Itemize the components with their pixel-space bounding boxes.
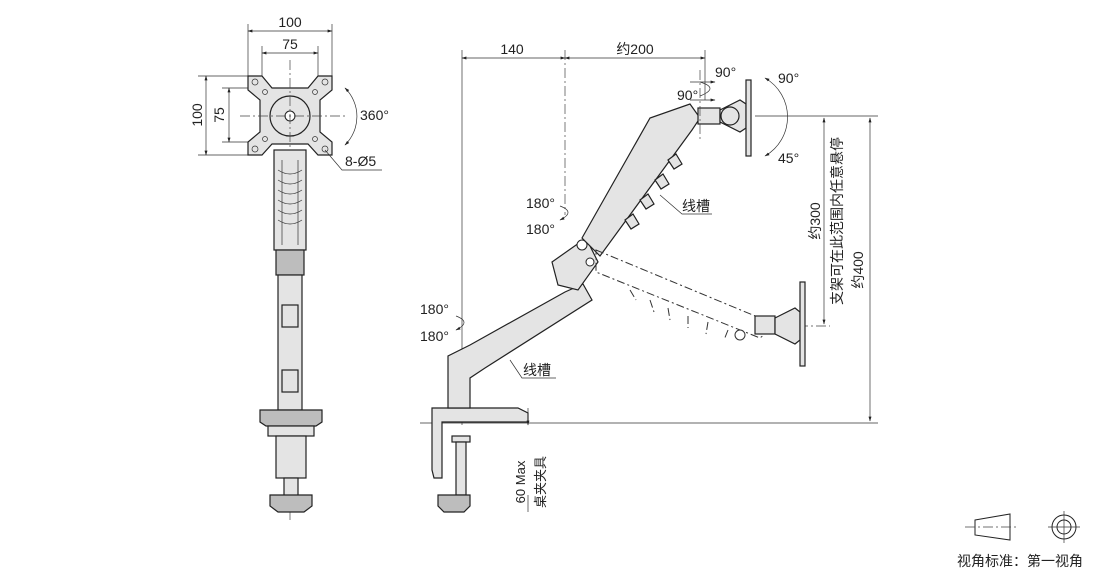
upper-arm — [581, 103, 701, 257]
monitor-plate-upper — [745, 79, 752, 157]
dim-top-outer: 100 — [278, 14, 302, 30]
upper-pole — [273, 149, 307, 251]
projection-label: 视角标准：第一视角 — [957, 553, 1083, 569]
dim-side-outer: 100 — [189, 103, 205, 127]
height-range: 约300 — [807, 202, 823, 240]
holes-label: 8-Ø5 — [345, 153, 376, 169]
base-swivel-bottom: 180° — [420, 328, 449, 344]
dim-side-inner: 75 — [211, 107, 227, 123]
desk-clamp — [431, 407, 529, 479]
clamp-knob — [269, 494, 313, 513]
monitor-plate-lower — [799, 281, 806, 367]
cable-channel-upper: 线槽 — [682, 198, 710, 214]
dim-reach-arm: 约200 — [616, 41, 654, 57]
monitor-tilt-up: 90° — [778, 70, 799, 86]
head-tilt-bottom: 90° — [677, 87, 698, 103]
elbow-swivel-top: 180° — [526, 195, 555, 211]
cable-channel-lower: 线槽 — [523, 362, 551, 378]
height-max: 约400 — [850, 251, 866, 289]
clamp-top — [259, 409, 323, 427]
dim-top-inner: 75 — [282, 36, 298, 52]
monitor-tilt-down: 45° — [778, 150, 799, 166]
rotation-label: 360° — [360, 107, 389, 123]
front-view: 100 75 100 75 360° 8-Ø5 — [189, 14, 389, 520]
dim-reach-base: 140 — [500, 41, 524, 57]
clamp-thickness: 60 Max — [513, 460, 528, 503]
upper-arm-lowered — [595, 249, 771, 339]
head-tilt-top: 90° — [715, 64, 736, 80]
height-note: 支架可在此范围内任意悬停 — [829, 137, 845, 305]
side-view: 140 约200 约300 支架可在此范围内任意悬停 约400 60 Max 桌… — [420, 41, 878, 513]
elbow-swivel-bottom: 180° — [526, 221, 555, 237]
desk-clamp-knob — [437, 494, 471, 513]
frustum-icon — [974, 513, 1011, 541]
lower-arm — [447, 283, 593, 409]
base-swivel-top: 180° — [420, 301, 449, 317]
projection-symbol: 视角标准：第一视角 — [957, 511, 1083, 569]
clamp-label: 桌夹夹具 — [533, 456, 548, 508]
